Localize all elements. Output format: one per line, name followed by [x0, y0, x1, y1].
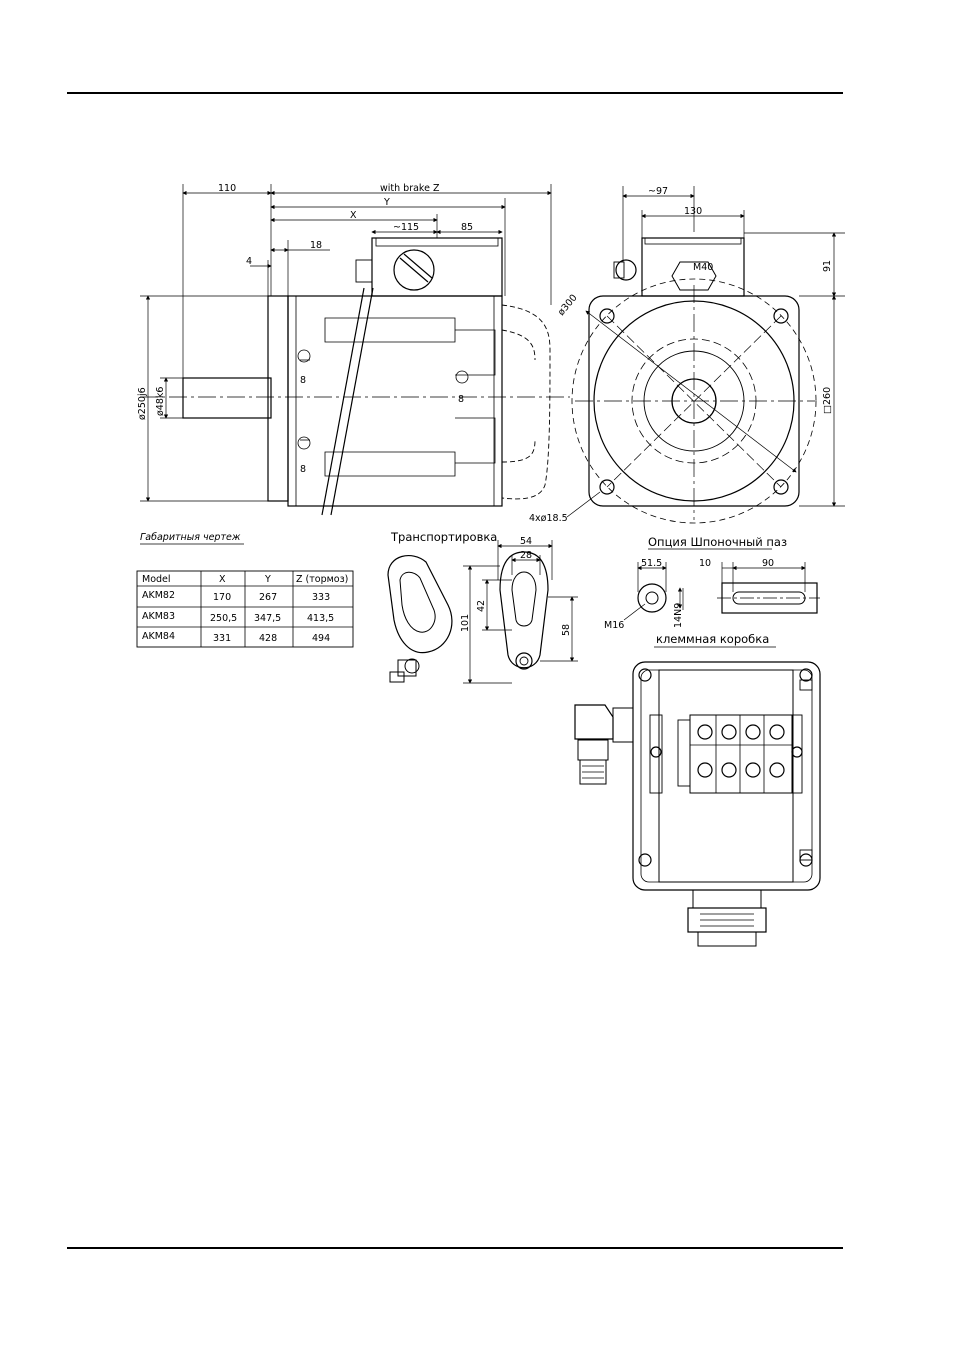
dim-8-b: 8 — [458, 394, 464, 405]
dim-90: 90 — [762, 558, 774, 569]
table-cell: 428 — [259, 633, 277, 644]
table-header-y: Y — [264, 574, 271, 585]
dim-51-5: 51.5 — [641, 558, 662, 569]
side-view — [140, 238, 570, 515]
table-cell: AKM83 — [142, 611, 175, 622]
table-cell: AKM82 — [142, 590, 175, 601]
dim-101: 101 — [460, 614, 471, 632]
table-cell: 267 — [259, 592, 277, 603]
terminal-box — [575, 647, 820, 946]
dim-300: ø300 — [556, 293, 580, 318]
keyway-option — [638, 549, 820, 613]
table-header-x: X — [219, 574, 226, 585]
dim-14n9: 14N9 — [673, 603, 684, 628]
dim-58: 58 — [561, 624, 572, 636]
dim-8-a: 8 — [300, 375, 306, 386]
caption-keyway-option: Опция Шпоночный паз — [648, 535, 787, 549]
dim-250: ø250j6 — [137, 387, 148, 420]
dim-8-c: 8 — [300, 464, 306, 475]
table-cell: 250,5 — [210, 613, 237, 624]
dim-130: 130 — [684, 206, 702, 217]
table-cell: 331 — [213, 633, 231, 644]
dim-85: 85 — [461, 222, 473, 233]
table-cell: 170 — [213, 592, 231, 603]
side-view-dimension-lines — [140, 184, 551, 501]
dim-m40: M40 — [693, 262, 713, 273]
dim-54: 54 — [520, 536, 532, 547]
table-cell: 347,5 — [254, 613, 281, 624]
table-cell: 494 — [312, 633, 330, 644]
dim-91: 91 — [822, 260, 833, 272]
dim-holes: 4xø18.5 — [529, 513, 568, 524]
dimension-labels: 110 with brake Z Y X ~115 85 18 4 8 8 8 … — [137, 183, 833, 524]
dim-115: ~115 — [393, 222, 419, 233]
dim-18: 18 — [310, 240, 322, 251]
dim-110: 110 — [218, 183, 236, 194]
dim-4: 4 — [246, 256, 252, 267]
caption-terminal-box: клеммная коробка — [656, 632, 769, 646]
table-header-model: Model — [142, 574, 171, 585]
caption-overall-drawing: Габаритныя чертеж — [140, 532, 241, 543]
dim-260: □260 — [822, 387, 833, 414]
keyway-labels: 51.5 10 90 M16 14N9 — [604, 558, 774, 631]
caption-transport: Транспортировка — [390, 530, 497, 544]
front-view — [572, 238, 816, 523]
dim-y: Y — [383, 197, 390, 208]
dim-x: X — [350, 210, 357, 221]
dim-42: 42 — [476, 600, 487, 612]
dim-97: ~97 — [648, 186, 668, 197]
table-cell: 333 — [312, 592, 330, 603]
dim-10: 10 — [699, 558, 711, 569]
dim-28: 28 — [520, 550, 532, 561]
dim-48: ø48k6 — [155, 387, 166, 416]
table-header-z: Z (тормоз) — [296, 574, 348, 585]
dim-with-brake-z: with brake Z — [380, 183, 440, 194]
table-cell: 413,5 — [307, 613, 334, 624]
keyway-dimension-lines — [624, 562, 805, 620]
dim-m16: M16 — [604, 620, 624, 631]
front-view-dimension-lines — [567, 186, 845, 517]
table-cell: AKM84 — [142, 631, 175, 642]
model-table: Model X Y Z (тормоз) AKM82 170 267 333 A… — [137, 571, 353, 647]
